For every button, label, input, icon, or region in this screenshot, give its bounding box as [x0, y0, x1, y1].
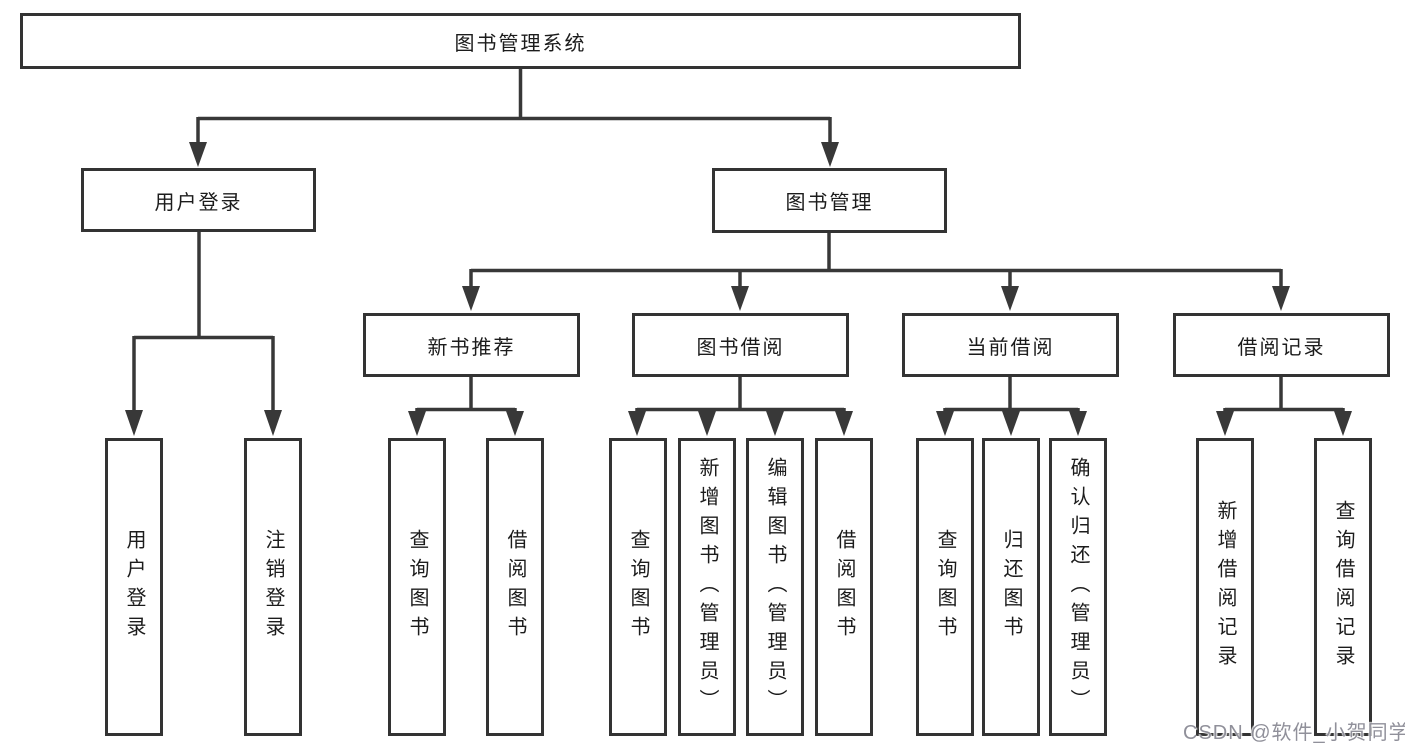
leaf-query-books-current-label: 查询图书	[934, 529, 956, 645]
node-new-book-recommend: 新书推荐	[363, 313, 580, 377]
node-borrow-records: 借阅记录	[1173, 313, 1390, 377]
leaf-confirm-return-admin: 确认归还（管理员）	[1049, 438, 1107, 736]
csdn-watermark: CSDN @软件_小贺同学	[1183, 722, 1405, 744]
connector-root-to-level2	[189, 69, 839, 167]
connector-current-borrow-children	[936, 377, 1087, 436]
node-book-borrow-label: 图书借阅	[696, 336, 785, 359]
connector-new-book-children	[408, 377, 524, 436]
leaf-user-login-label: 用户登录	[123, 529, 145, 645]
leaf-query-borrow-record-label: 查询借阅记录	[1332, 500, 1354, 674]
node-current-borrow-label: 当前借阅	[966, 336, 1055, 359]
leaf-return-book: 归还图书	[982, 438, 1040, 736]
leaf-query-books-recommend: 查询图书	[388, 438, 446, 736]
leaf-user-login: 用户登录	[105, 438, 163, 736]
node-user-login: 用户登录	[81, 168, 316, 232]
leaf-query-borrow-record: 查询借阅记录	[1314, 438, 1372, 736]
leaf-return-book-label: 归还图书	[1000, 529, 1022, 645]
node-book-borrow: 图书借阅	[632, 313, 849, 377]
leaf-borrow-books-recommend: 借阅图书	[486, 438, 544, 736]
node-book-management: 图书管理	[712, 168, 947, 233]
node-borrow-records-label: 借阅记录	[1237, 336, 1326, 359]
leaf-logout-label: 注销登录	[262, 529, 284, 645]
leaf-add-book-admin: 新增图书（管理员）	[678, 438, 736, 736]
leaf-add-borrow-record-label: 新增借阅记录	[1214, 500, 1236, 674]
connector-book-borrow-children	[628, 377, 853, 436]
connector-book-management-children	[462, 233, 1290, 311]
node-root-label: 图书管理系统	[454, 32, 587, 55]
leaf-add-borrow-record: 新增借阅记录	[1196, 438, 1254, 736]
leaf-logout: 注销登录	[244, 438, 302, 736]
connector-borrow-records-children	[1216, 377, 1352, 436]
leaf-query-books-borrow-label: 查询图书	[627, 529, 649, 645]
node-book-management-label: 图书管理	[785, 192, 874, 214]
leaf-borrow-books-recommend-label: 借阅图书	[504, 529, 526, 645]
leaf-edit-book-admin: 编辑图书（管理员）	[746, 438, 804, 736]
leaf-query-books-borrow: 查询图书	[609, 438, 667, 736]
leaf-confirm-return-admin-label: 确认归还（管理员）	[1067, 456, 1089, 718]
connector-user-login-children	[125, 232, 282, 436]
leaf-borrow-books-label: 借阅图书	[833, 529, 855, 645]
node-current-borrow: 当前借阅	[902, 313, 1119, 377]
leaf-query-books-current: 查询图书	[916, 438, 974, 736]
leaf-edit-book-admin-label: 编辑图书（管理员）	[764, 456, 786, 718]
leaf-query-books-recommend-label: 查询图书	[406, 529, 428, 645]
node-root: 图书管理系统	[20, 13, 1021, 69]
leaf-borrow-books: 借阅图书	[815, 438, 873, 736]
node-user-login-label: 用户登录	[154, 191, 243, 214]
node-new-book-recommend-label: 新书推荐	[427, 336, 516, 359]
leaf-add-book-admin-label: 新增图书（管理员）	[696, 456, 718, 718]
